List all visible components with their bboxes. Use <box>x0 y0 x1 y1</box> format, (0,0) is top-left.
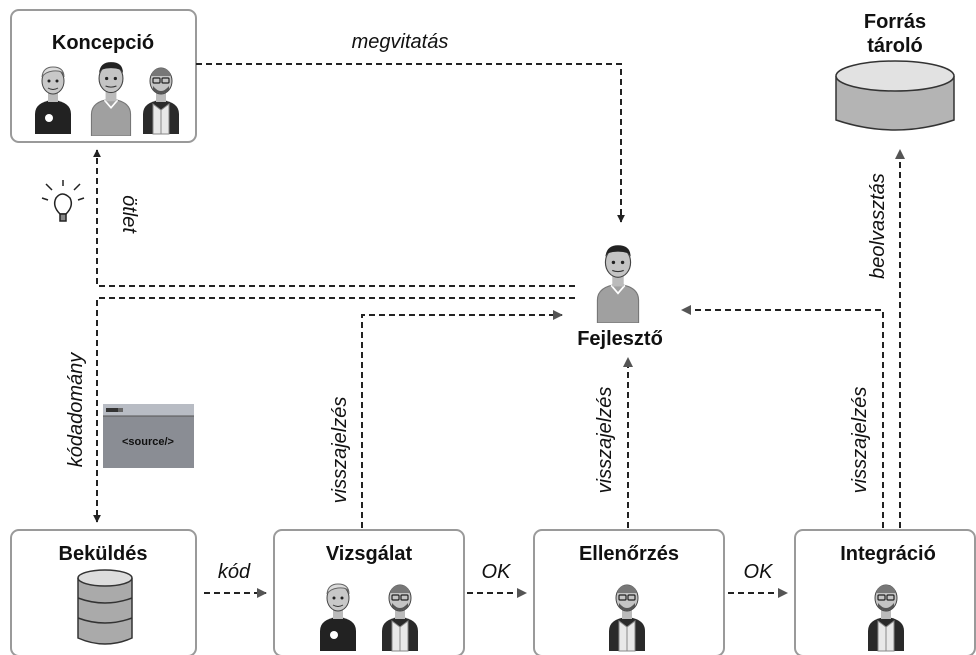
feedback-integration-arrow <box>681 305 884 528</box>
source-window-icon: <source/> <box>103 404 194 468</box>
test-title: Vizsgálat <box>326 543 413 565</box>
cylinder-icon <box>835 60 955 131</box>
repository-title-line1: Forrás <box>864 11 926 33</box>
review-title: Ellenőrzés <box>579 543 679 565</box>
codebase-label: kódadomány <box>65 352 87 468</box>
lightbulb-icon <box>41 180 85 222</box>
feedback-integration-label: visszajelzés <box>849 387 871 494</box>
integration-box: Integráció <box>794 529 976 655</box>
submit-box: Beküldés <box>10 529 197 655</box>
discussion-label: megvitatás <box>352 31 449 53</box>
idea-arrow <box>93 149 575 287</box>
developer: Fejlesztő <box>577 244 663 350</box>
developer-title: Fejlesztő <box>577 328 663 350</box>
test-box: Vizsgálat <box>273 529 465 655</box>
discussion-arrow <box>196 63 625 223</box>
integration-title: Integráció <box>840 543 936 565</box>
source-window-text: <source/> <box>122 436 174 448</box>
feedback-test-label: visszajelzés <box>329 397 351 504</box>
database-icon <box>77 569 133 645</box>
merge-label: beolvasztás <box>867 173 889 279</box>
repository: Forrás tároló <box>835 11 955 131</box>
review-box: Ellenőrzés <box>533 529 725 655</box>
idea-label: ötlet <box>118 195 140 234</box>
submit-title: Beküldés <box>59 543 148 565</box>
repository-title-line2: tároló <box>867 35 923 57</box>
feedback-test-arrow <box>361 310 563 528</box>
feedback-review-label: visszajelzés <box>594 387 616 494</box>
person-icon <box>596 244 640 323</box>
code-label: kód <box>218 561 251 583</box>
concept-title: Koncepció <box>52 32 154 54</box>
ok-label-1: OK <box>482 561 513 583</box>
ok-label-2: OK <box>744 561 775 583</box>
concept-box: Koncepció <box>10 9 197 143</box>
